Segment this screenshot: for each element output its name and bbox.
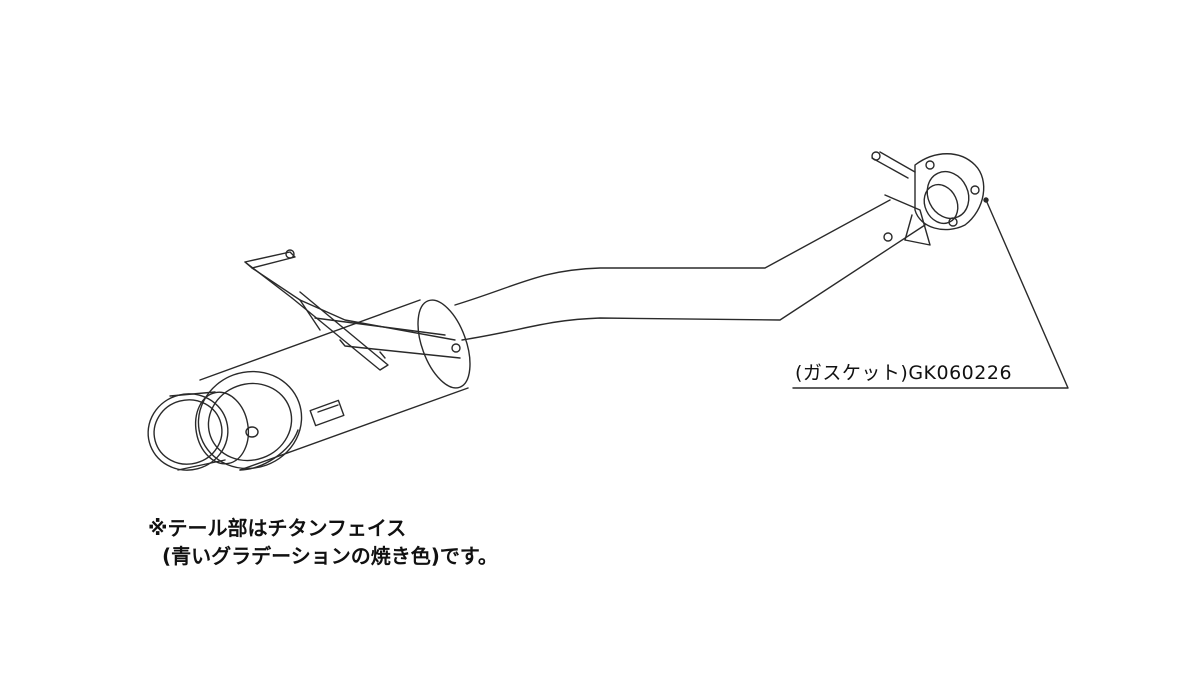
note-line-1: ※テール部はチタンフェイス xyxy=(148,516,407,540)
gasket-leader-line xyxy=(792,197,1069,389)
inlet-flange xyxy=(871,151,985,246)
main-pipe xyxy=(454,199,926,341)
muffler-logo-plate xyxy=(309,399,345,427)
tail-tip xyxy=(147,391,250,471)
gasket-part-label: (ガスケット)GK060226 xyxy=(795,362,1013,384)
muffler-hanger-bracket xyxy=(244,249,461,371)
muffler-body xyxy=(197,299,471,471)
muffler-badge xyxy=(245,426,259,438)
note-line-2: (青いグラデーションの焼き色)です。 xyxy=(162,544,498,568)
tail-finish-note: ※テール部はチタンフェイス (青いグラデーションの焼き色)です。 xyxy=(148,514,498,570)
